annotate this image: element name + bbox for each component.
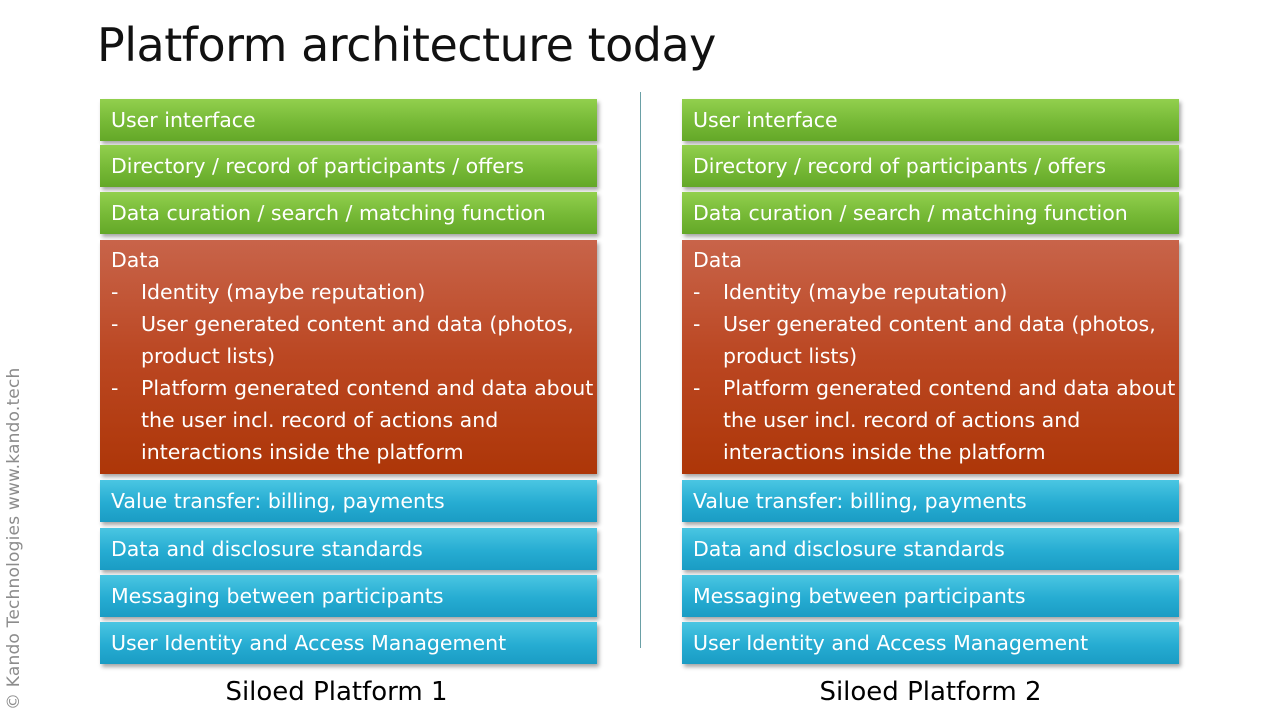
bullet-marker: - bbox=[111, 312, 119, 336]
data-bullet-text: Identity (maybe reputation) bbox=[141, 280, 426, 304]
layer-directory: Directory / record of participants / off… bbox=[682, 145, 1179, 187]
layer-user-interface: User interface bbox=[682, 99, 1179, 141]
bullet-marker: - bbox=[693, 312, 701, 336]
data-bullet-text: User generated content and data (photos,… bbox=[141, 312, 574, 368]
data-bullet-list: -Identity (maybe reputation) -User gener… bbox=[111, 276, 597, 468]
data-bullet-item: -User generated content and data (photos… bbox=[111, 308, 597, 372]
layer-data-standards: Data and disclosure standards bbox=[100, 528, 597, 570]
copyright-notice: © Kando Technologies www.kando.tech bbox=[4, 367, 24, 710]
bullet-marker: - bbox=[693, 280, 701, 304]
data-bullet-list: -Identity (maybe reputation) -User gener… bbox=[693, 276, 1179, 468]
data-bullet-item: -Identity (maybe reputation) bbox=[693, 276, 1179, 308]
layer-value-transfer: Value transfer: billing, payments bbox=[100, 480, 597, 522]
layer-user-interface: User interface bbox=[100, 99, 597, 141]
layer-directory: Directory / record of participants / off… bbox=[100, 145, 597, 187]
layer-messaging: Messaging between participants bbox=[682, 575, 1179, 617]
platform-caption-2: Siloed Platform 2 bbox=[819, 677, 1042, 707]
layer-identity-access: User Identity and Access Management bbox=[100, 622, 597, 664]
layer-messaging: Messaging between participants bbox=[100, 575, 597, 617]
layer-value-transfer: Value transfer: billing, payments bbox=[682, 480, 1179, 522]
layer-data-title: Data bbox=[111, 248, 160, 272]
layer-data-curation: Data curation / search / matching functi… bbox=[682, 192, 1179, 234]
data-bullet-item: -Platform generated contend and data abo… bbox=[111, 372, 597, 468]
bullet-marker: - bbox=[693, 376, 701, 400]
data-bullet-item: -Identity (maybe reputation) bbox=[111, 276, 597, 308]
bullet-marker: - bbox=[111, 376, 119, 400]
data-bullet-text: Platform generated contend and data abou… bbox=[141, 376, 594, 464]
data-bullet-text: Platform generated contend and data abou… bbox=[723, 376, 1176, 464]
data-bullet-item: -User generated content and data (photos… bbox=[693, 308, 1179, 372]
data-bullet-text: Identity (maybe reputation) bbox=[723, 280, 1008, 304]
data-bullet-text: User generated content and data (photos,… bbox=[723, 312, 1156, 368]
layer-data-standards: Data and disclosure standards bbox=[682, 528, 1179, 570]
layer-data-curation: Data curation / search / matching functi… bbox=[100, 192, 597, 234]
data-bullet-item: -Platform generated contend and data abo… bbox=[693, 372, 1179, 468]
layer-identity-access: User Identity and Access Management bbox=[682, 622, 1179, 664]
layer-data: Data -Identity (maybe reputation) -User … bbox=[100, 240, 597, 474]
layer-data: Data -Identity (maybe reputation) -User … bbox=[682, 240, 1179, 474]
platform-caption-1: Siloed Platform 1 bbox=[225, 677, 448, 707]
bullet-marker: - bbox=[111, 280, 119, 304]
platform-divider bbox=[640, 92, 641, 648]
slide-title: Platform architecture today bbox=[97, 18, 716, 72]
layer-data-title: Data bbox=[693, 248, 742, 272]
